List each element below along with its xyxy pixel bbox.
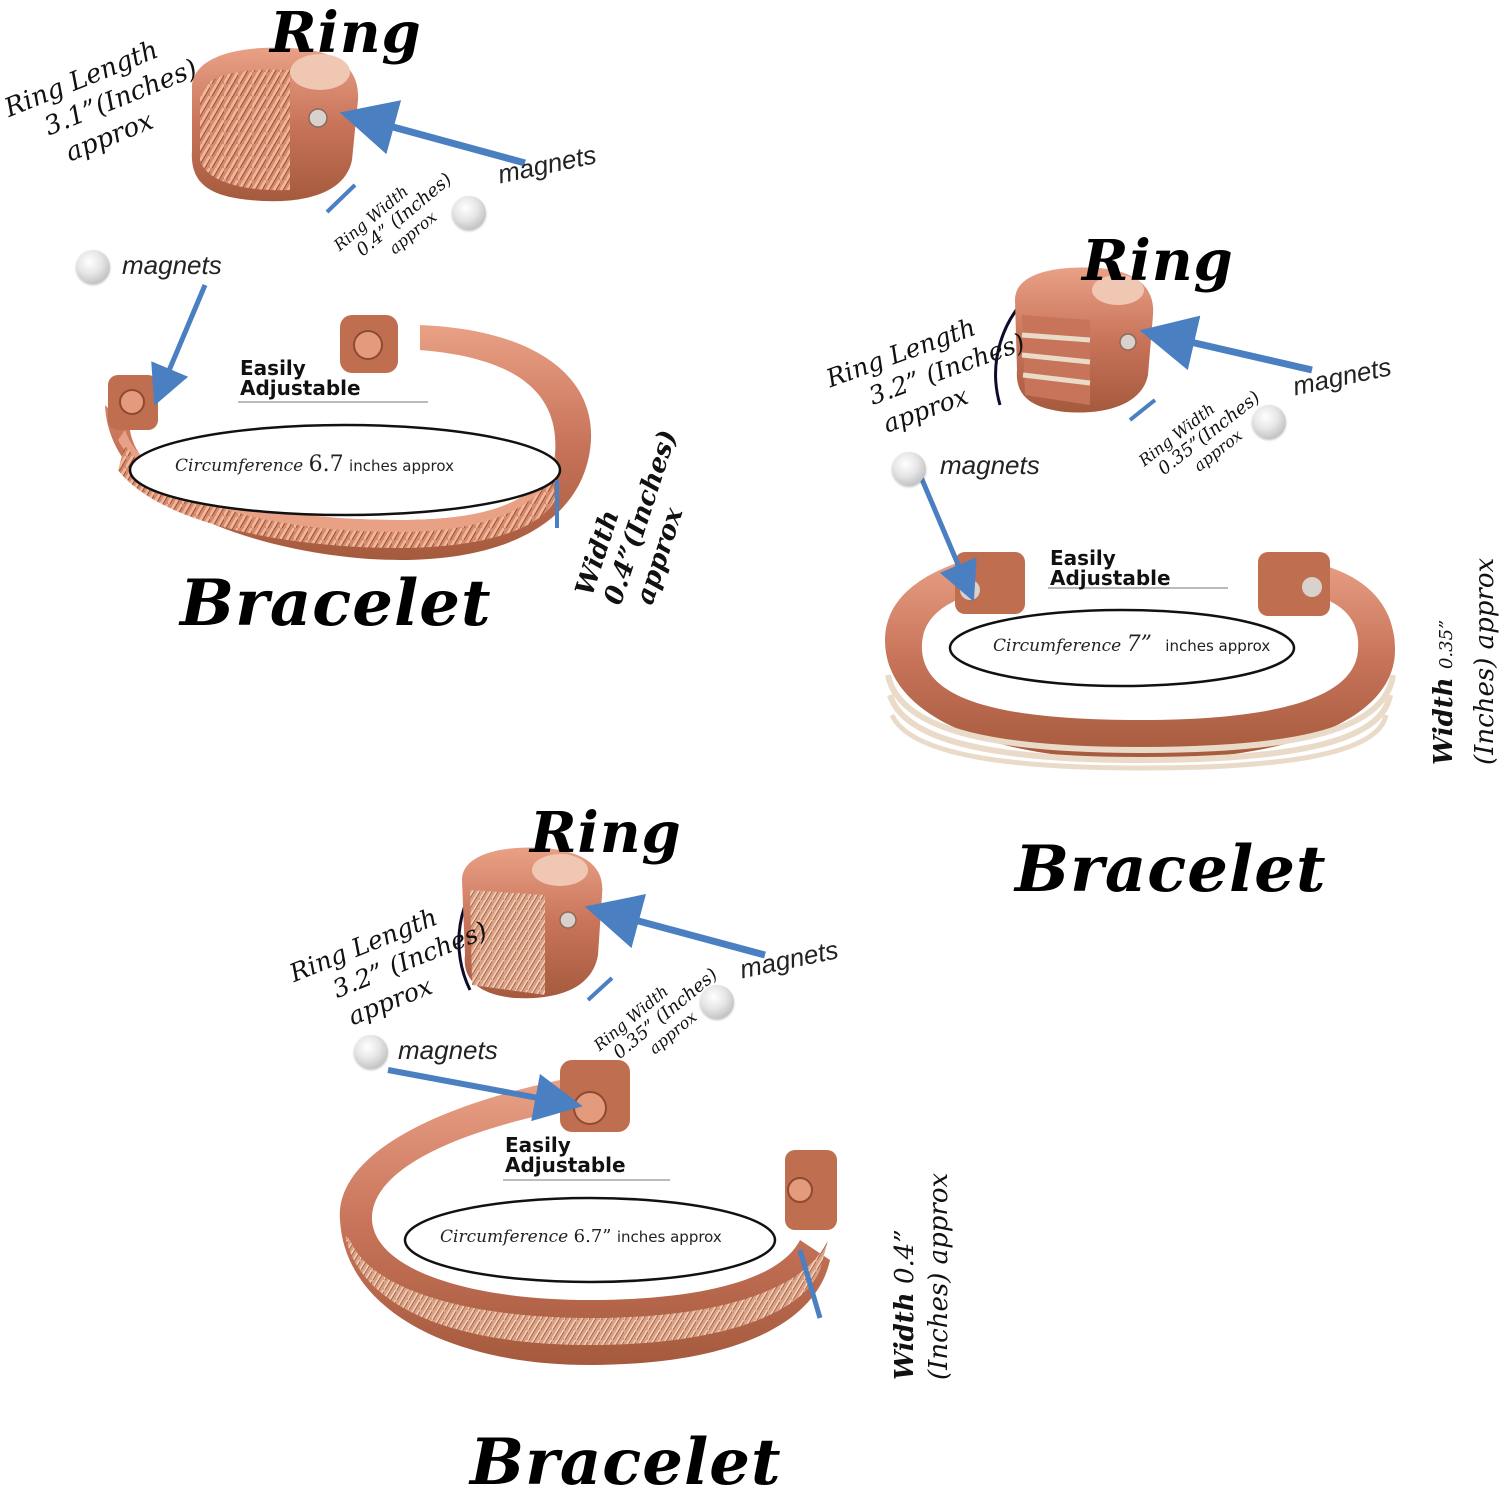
bracelet-1-adjust-label: Easily Adjustable (240, 356, 361, 400)
bracelet-3-title: Bracelet (470, 1425, 782, 1500)
bracelet-1-magnets-label: magnets (122, 250, 222, 280)
ring-2-image (994, 267, 1154, 413)
ring-3-magnet-arrow (584, 894, 766, 959)
bracelet-1-circumference: Circumference 6.7 inches approx (175, 452, 454, 477)
bracelet-3-magnet-dot (354, 1035, 388, 1069)
ring-3-width-arrow (586, 976, 614, 1002)
ring-2-magnet-arrow (1139, 315, 1313, 374)
bracelet-2-circumference: Circumference 7” inches approx (993, 632, 1271, 657)
bracelet-3-circumference: Circumference 6.7” inches approx (440, 1226, 722, 1247)
ring-1-magnet-dot (452, 196, 486, 230)
bracelet-2-title: Bracelet (1015, 832, 1327, 907)
bracelet-3-width-arrow (797, 1249, 823, 1319)
ring-1-image (191, 47, 359, 202)
bracelet-2-image (885, 552, 1396, 771)
ring-2-title: Ring (1082, 228, 1234, 294)
bracelet-2-magnet-dot (892, 452, 926, 486)
bracelet-2-magnet-arrow (915, 469, 977, 602)
ring-1-title: Ring (270, 0, 422, 66)
bracelet-3-magnets-label: magnets (398, 1035, 498, 1065)
ring-2-width-arrow (1128, 398, 1157, 422)
ring-2-magnet-dot (1252, 405, 1286, 439)
ring-3-title: Ring (530, 800, 682, 866)
ring-1-width-arrow (325, 183, 357, 214)
bracelet-3-magnet-arrow (387, 1067, 583, 1122)
bracelet-1-title: Bracelet (180, 566, 492, 641)
ring-1-magnet-arrow (339, 100, 526, 167)
bracelet-1-magnet-dot (76, 250, 110, 284)
ring-3-image (457, 847, 603, 999)
bracelet-2-adjust-label: Easily Adjustable (1050, 546, 1171, 590)
bracelet-3-adjust-label: Easily Adjustable (505, 1133, 626, 1177)
bracelet-1-magnet-arrow (151, 284, 208, 406)
bracelet-2-magnets-label: magnets (940, 450, 1040, 480)
ring-3-magnet-dot (700, 985, 734, 1019)
bracelet-3-image (339, 1060, 837, 1365)
bracelet-2-width-note: Width 0.35” (Inches) approx (1429, 557, 1500, 765)
bracelet-3-width-note: Width 0.4” (Inches) approx (890, 1172, 954, 1380)
bracelet-1-image (105, 315, 592, 560)
